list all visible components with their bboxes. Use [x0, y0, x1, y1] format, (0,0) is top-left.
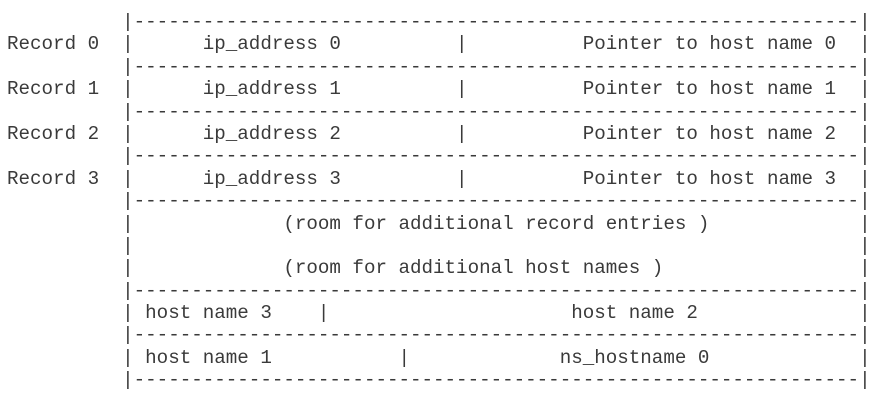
border-line-top: |---------------------------------------… [7, 11, 871, 33]
ascii-record-structure-diagram: |---------------------------------------… [7, 11, 871, 392]
room-for-hostnames-row: | (room for additional host names ) | [7, 257, 871, 280]
host-name-row-2: | host name 1 | ns_hostname 0 | [7, 346, 871, 369]
host-name-row-1: | host name 3 | host name 2 | [7, 302, 871, 325]
room-for-records-row: | (room for additional record entries ) … [7, 212, 871, 235]
record-row-1: Record 1 | ip_address 1 | Pointer to hos… [7, 78, 871, 101]
border-line: |---------------------------------------… [7, 190, 871, 213]
border-line: |---------------------------------------… [7, 279, 871, 302]
record-row-0: Record 0 | ip_address 0 | Pointer to hos… [7, 33, 871, 56]
border-line: |---------------------------------------… [7, 324, 871, 347]
border-line: |---------------------------------------… [7, 145, 871, 168]
record-row-3: Record 3 | ip_address 3 | Pointer to hos… [7, 167, 871, 190]
border-line-bottom: |---------------------------------------… [7, 369, 871, 392]
border-line: |---------------------------------------… [7, 55, 871, 78]
border-line: |---------------------------------------… [7, 100, 871, 123]
record-row-2: Record 2 | ip_address 2 | Pointer to hos… [7, 122, 871, 145]
empty-row: | | [7, 234, 871, 257]
